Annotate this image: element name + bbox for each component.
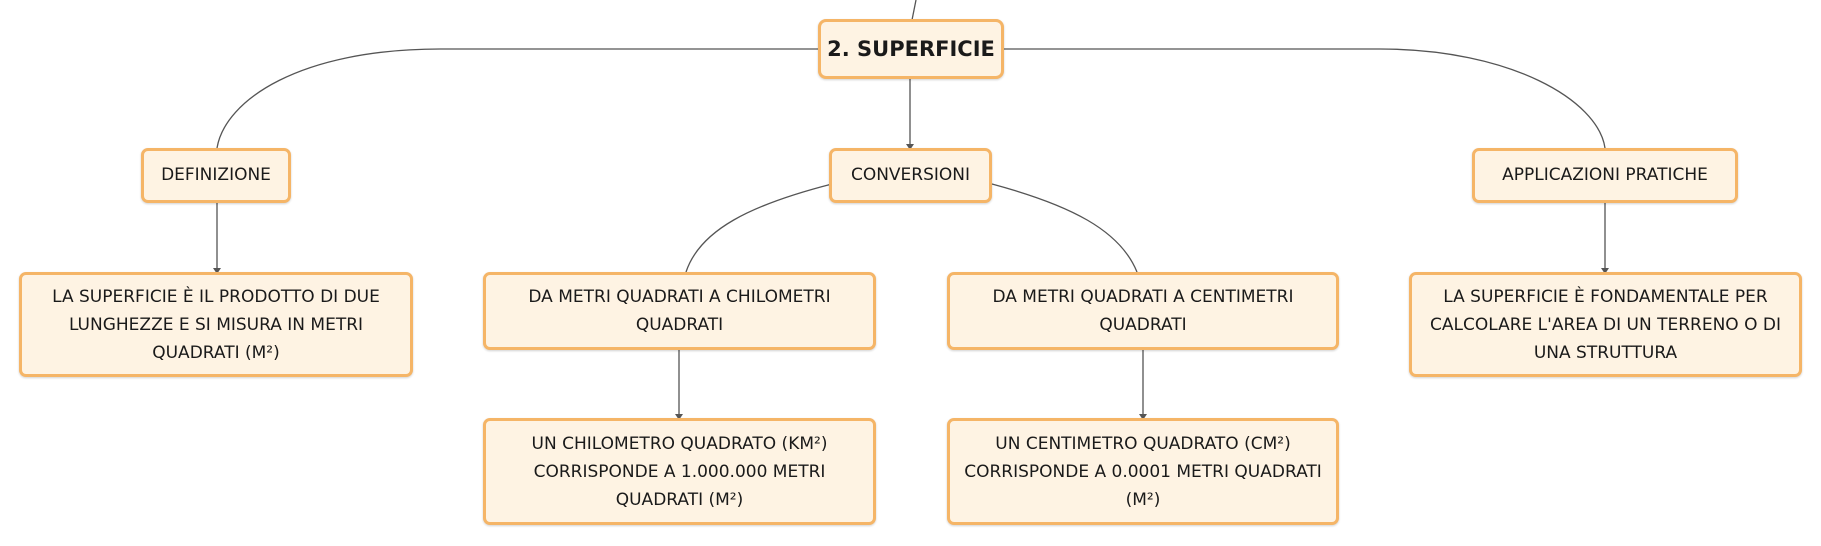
arrowhead-conversioni [906,144,914,150]
application-text[interactable]: LA SUPERFICIE È FONDAMENTALE PER CALCOLA… [1409,272,1802,377]
definition-text[interactable]: LA SUPERFICIE È IL PRODOTTO DI DUE LUNGH… [19,272,413,377]
conversion-km-detail[interactable]: UN CHILOMETRO QUADRATO (KM²) CORRISPONDE… [483,418,876,525]
topic-conversioni[interactable]: CONVERSIONI [829,148,992,203]
arrowhead-cm-detail [1139,414,1147,420]
topic-definizione[interactable]: DEFINIZIONE [141,148,291,203]
conversion-cm-detail[interactable]: UN CENTIMETRO QUADRATO (CM²) CORRISPONDE… [947,418,1339,525]
arrowhead-km-detail [675,414,683,420]
arrowhead-applicazioni-text [1601,268,1609,274]
link-root-to-applicazioni [1004,48,1606,149]
link-parent-to-root [911,0,917,21]
topic-applicazioni-pratiche[interactable]: APPLICAZIONI PRATICHE [1472,148,1738,203]
root-topic[interactable]: 2. SUPERFICIE [818,19,1004,79]
conversion-cm-label[interactable]: DA METRI QUADRATI A CENTIMETRI QUADRATI [947,272,1339,350]
conversion-km-label[interactable]: DA METRI QUADRATI A CHILOMETRI QUADRATI [483,272,876,350]
link-conversioni-to-cm [991,183,1138,273]
link-root-to-definizione [216,48,820,149]
arrowhead-definizione-text [213,268,221,274]
link-conversioni-to-km [685,183,833,273]
